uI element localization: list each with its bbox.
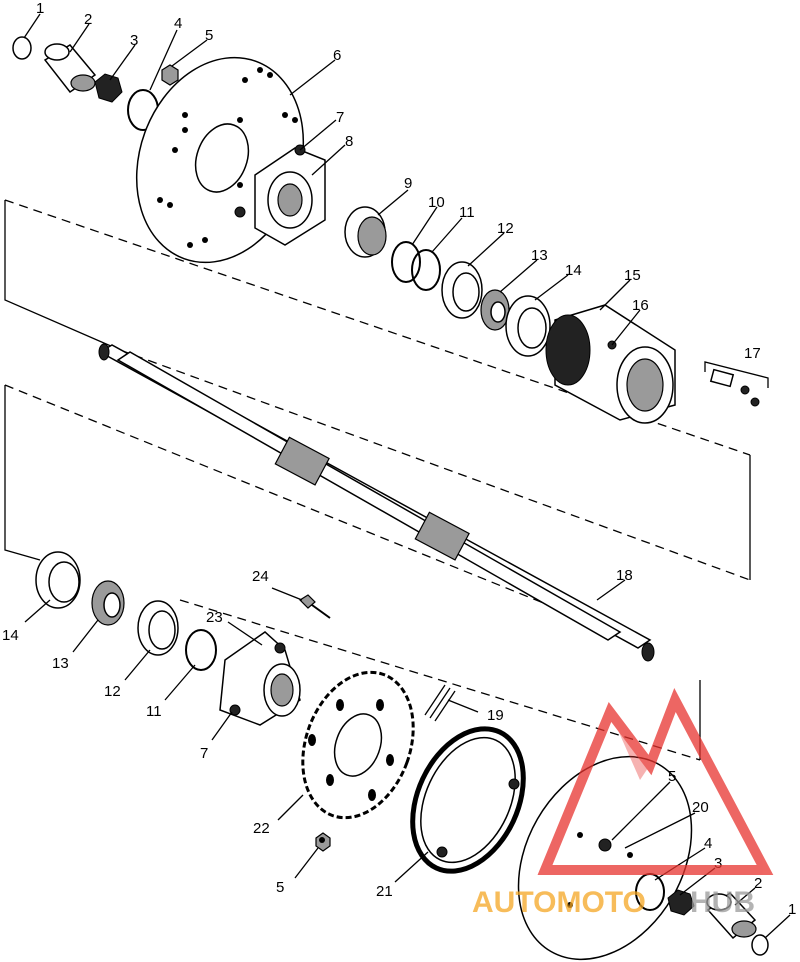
callout-5-lower: 5 xyxy=(276,879,284,896)
callout-numbers: 1 2 3 4 5 6 7 8 9 10 11 12 13 14 15 16 1… xyxy=(2,0,796,918)
bolt-24 xyxy=(299,594,331,619)
lower-right-hardware xyxy=(635,873,769,956)
hex-nut xyxy=(94,73,123,103)
callout-14-upper: 14 xyxy=(565,262,582,279)
watermark-logo: AUTOMOTO HUB xyxy=(472,687,774,919)
sprocket-guard-21 xyxy=(410,726,526,874)
upper-left-hardware xyxy=(12,36,179,131)
callout-20: 20 xyxy=(692,799,709,816)
callout-6: 6 xyxy=(333,47,341,64)
callout-3-upper: 3 xyxy=(130,32,138,49)
callout-7-upper: 7 xyxy=(336,109,344,126)
watermark-text-grey: HUB xyxy=(690,886,755,919)
callout-11-upper: 11 xyxy=(459,204,475,221)
callout-8: 8 xyxy=(345,133,353,150)
axle-spline-lower xyxy=(414,511,470,561)
spacer-bushing-b xyxy=(706,891,757,940)
bearing-13b xyxy=(91,580,125,626)
lower-assembly-frame xyxy=(4,384,701,761)
callout-23: 23 xyxy=(206,609,223,626)
callout-14-lower: 14 xyxy=(2,627,19,644)
bearing-housing xyxy=(545,304,676,424)
callout-11-lower: 11 xyxy=(146,703,162,720)
seal-9 xyxy=(344,206,387,258)
sprocket xyxy=(301,670,415,820)
callout-15: 15 xyxy=(624,267,641,284)
callout-16: 16 xyxy=(632,297,649,314)
hex-nut-b xyxy=(667,889,695,916)
race-14b xyxy=(35,551,81,609)
callout-18: 18 xyxy=(616,567,633,584)
axle-spline-upper xyxy=(274,436,330,486)
chain-19 xyxy=(424,684,456,722)
lower-bearing-stack xyxy=(35,551,217,671)
snap-ring-b xyxy=(751,934,769,956)
bracket-hardware-17 xyxy=(704,361,769,407)
callout-24: 24 xyxy=(252,568,269,585)
upper-assembly-frame xyxy=(4,199,751,581)
callout-1-lower: 1 xyxy=(788,901,796,918)
sprocket-hub xyxy=(219,631,301,726)
ring-10 xyxy=(391,241,421,283)
callout-7-lower: 7 xyxy=(200,745,208,762)
spacer-bushing xyxy=(43,43,97,94)
callout-2-lower: 2 xyxy=(754,875,762,892)
upper-bearing-stack xyxy=(344,206,551,357)
race-12 xyxy=(441,261,483,319)
callout-12-lower: 12 xyxy=(104,683,121,700)
callout-10: 10 xyxy=(428,194,445,211)
ring-11b xyxy=(185,629,217,671)
callout-13-upper: 13 xyxy=(531,247,548,264)
callout-17: 17 xyxy=(744,345,761,362)
callout-4-upper: 4 xyxy=(174,15,182,32)
watermark-mountain-icon xyxy=(537,687,774,875)
callout-9: 9 xyxy=(404,175,412,192)
callout-21: 21 xyxy=(376,883,393,900)
callout-3-lower: 3 xyxy=(714,855,722,872)
axle-shaft xyxy=(98,343,655,662)
callout-2-upper: 2 xyxy=(84,11,92,28)
race-12b xyxy=(137,600,179,656)
ring-11 xyxy=(411,249,441,291)
callout-5-upper: 5 xyxy=(205,27,213,44)
callout-19: 19 xyxy=(487,707,504,724)
watermark-text-orange: AUTOMOTO xyxy=(472,886,646,919)
snap-ring xyxy=(12,36,32,60)
wheel-hub-upper xyxy=(234,144,326,246)
bearing-13 xyxy=(480,289,510,331)
callout-1-upper: 1 xyxy=(36,0,44,17)
callout-12-upper: 12 xyxy=(497,220,514,237)
callout-13-lower: 13 xyxy=(52,655,69,672)
callout-4-lower: 4 xyxy=(704,835,712,852)
race-14 xyxy=(505,295,551,357)
callout-22: 22 xyxy=(253,820,270,837)
callout-5-right: 5 xyxy=(668,768,676,785)
lock-nut xyxy=(161,64,179,86)
